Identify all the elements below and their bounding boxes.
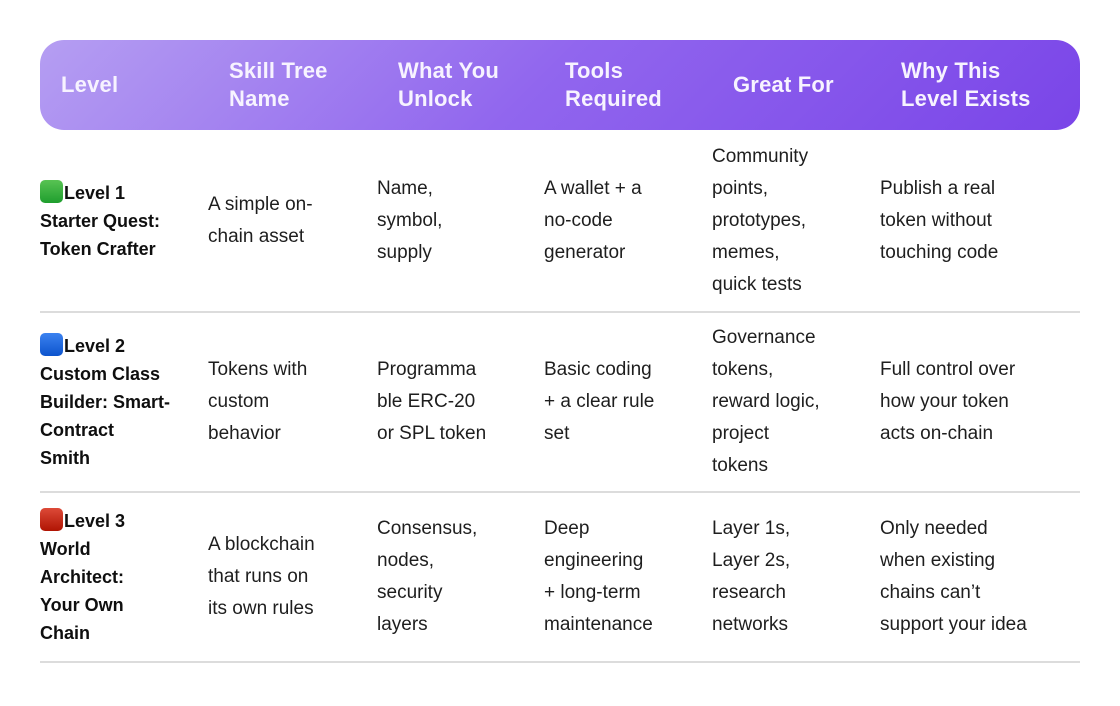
levels-table: Level Skill Tree Name What You Unlock To… <box>40 40 1080 663</box>
level-3-title: Level 3 World Architect: Your Own Chain <box>40 511 126 643</box>
level-1-title: Level 1 Starter Quest: Token Crafter <box>40 182 161 259</box>
level-2-why-exists: Full control over how your token acts on… <box>880 359 1016 444</box>
level-3-what-you-unlock: Consensus, nodes, security layers <box>377 518 478 635</box>
level-2-title: Level 2 Custom Class Builder: Smart- Con… <box>40 336 171 468</box>
level-1-why-exists: Publish a real token without touching co… <box>880 177 999 263</box>
level-2-cell: Level 2 Custom Class Builder: Smart- Con… <box>40 332 208 472</box>
level-2-tools-required: Basic coding + a clear rule set <box>544 359 655 444</box>
level-2-skill-tree-name: Tokens with custom behavior <box>208 359 308 444</box>
table-row-level-1: Level 1 Starter Quest: Token Crafter A s… <box>40 130 1080 313</box>
level-1-cell: Level 1 Starter Quest: Token Crafter <box>40 179 208 263</box>
column-header-why-this-level-exists: Why This Level Exists <box>901 58 1031 111</box>
level-3-why-exists: Only needed when existing chains can’t s… <box>880 518 1027 635</box>
level-2-great-for: Governance tokens, reward logic, project… <box>712 327 820 476</box>
table-row-level-3: Level 3 World Architect: Your Own Chain … <box>40 493 1080 663</box>
level-3-great-for: Layer 1s, Layer 2s, research networks <box>712 518 791 635</box>
column-header-tools-required: Tools Required <box>565 58 662 111</box>
table-header: Level Skill Tree Name What You Unlock To… <box>40 40 1080 130</box>
green-square-icon <box>40 179 63 203</box>
column-header-what-you-unlock: What You Unlock <box>398 58 499 111</box>
red-square-icon <box>40 508 63 531</box>
table-row-level-2: Level 2 Custom Class Builder: Smart- Con… <box>40 313 1080 493</box>
blue-square-icon <box>40 333 63 356</box>
level-3-skill-tree-name: A blockchain that runs on its own rules <box>208 534 315 619</box>
column-header-great-for: Great For <box>733 72 834 97</box>
level-3-tools-required: Deep engineering + long-term maintenance <box>544 518 653 635</box>
level-3-cell: Level 3 World Architect: Your Own Chain <box>40 507 208 647</box>
level-1-skill-tree-name: A simple on- chain asset <box>208 193 313 247</box>
column-header-level: Level <box>61 72 119 97</box>
column-header-skill-tree-name: Skill Tree Name <box>229 58 328 111</box>
level-1-what-you-unlock: Name, symbol, supply <box>377 177 443 263</box>
level-1-tools-required: A wallet + a no-code generator <box>544 177 642 263</box>
level-1-great-for: Community points, prototypes, memes, qui… <box>712 145 809 295</box>
level-2-what-you-unlock: Programma ble ERC-20 or SPL token <box>377 359 487 444</box>
